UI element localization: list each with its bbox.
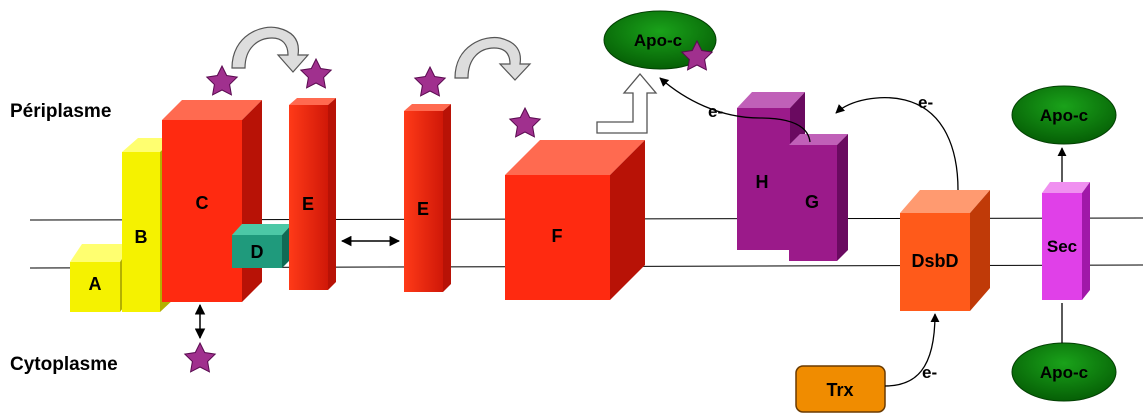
protein-H-label: H [756,172,769,192]
star-icon [205,64,239,96]
protein-Trx-label: Trx [826,380,853,400]
arrow-G-to-apoc [659,77,811,143]
star-icon [680,39,714,71]
apoc-top-label: Apo-c [634,31,682,50]
curved-arrow-2 [454,36,532,81]
protein-Sec: Sec [1042,182,1090,300]
electron-label-2: e- [918,93,933,112]
protein-A-label: A [89,274,102,294]
protein-E-2-label: E [417,199,429,219]
curved-arrow-1 [231,26,310,73]
protein-E-1: E [289,98,336,290]
protein-E-2: E [404,104,451,292]
apoc-right-lower-label: Apo-c [1040,363,1088,382]
protein-Trx: Trx [795,365,886,413]
star-icon [299,57,333,89]
label-cytoplasm: Cytoplasme [10,354,118,375]
protein-G: G [789,134,848,261]
electron-label-1: e- [708,102,723,121]
label-periplasm: Périplasme [10,101,111,122]
apoc-right-upper-label: Apo-c [1040,106,1088,125]
protein-C-label: C [196,193,209,213]
apoc-right-upper: Apo-c [1011,85,1117,145]
protein-H: H [737,92,805,250]
protein-Sec-label: Sec [1047,237,1077,256]
protein-F: F [505,140,645,300]
bent-arrow-F-to-apoc [596,72,658,134]
protein-D-label: D [251,242,264,262]
protein-D: D [232,224,292,268]
star-icons [183,39,714,373]
apoc-right-lower: Apo-c [1011,342,1117,402]
arrow-DsbD-to-G [835,97,959,191]
protein-DsbD-label: DsbD [911,251,958,271]
arrow-Trx-to-DsbD [884,313,940,387]
protein-F-label: F [552,226,563,246]
protein-B-label: B [135,227,148,247]
electron-label-3: e- [922,363,937,382]
protein-G-label: G [805,192,819,212]
star-icon [508,106,542,138]
star-icon [413,65,447,97]
star-icon [183,341,217,373]
protein-C: C [162,100,262,302]
protein-DsbD: DsbD [900,190,990,311]
protein-E-1-label: E [302,194,314,214]
